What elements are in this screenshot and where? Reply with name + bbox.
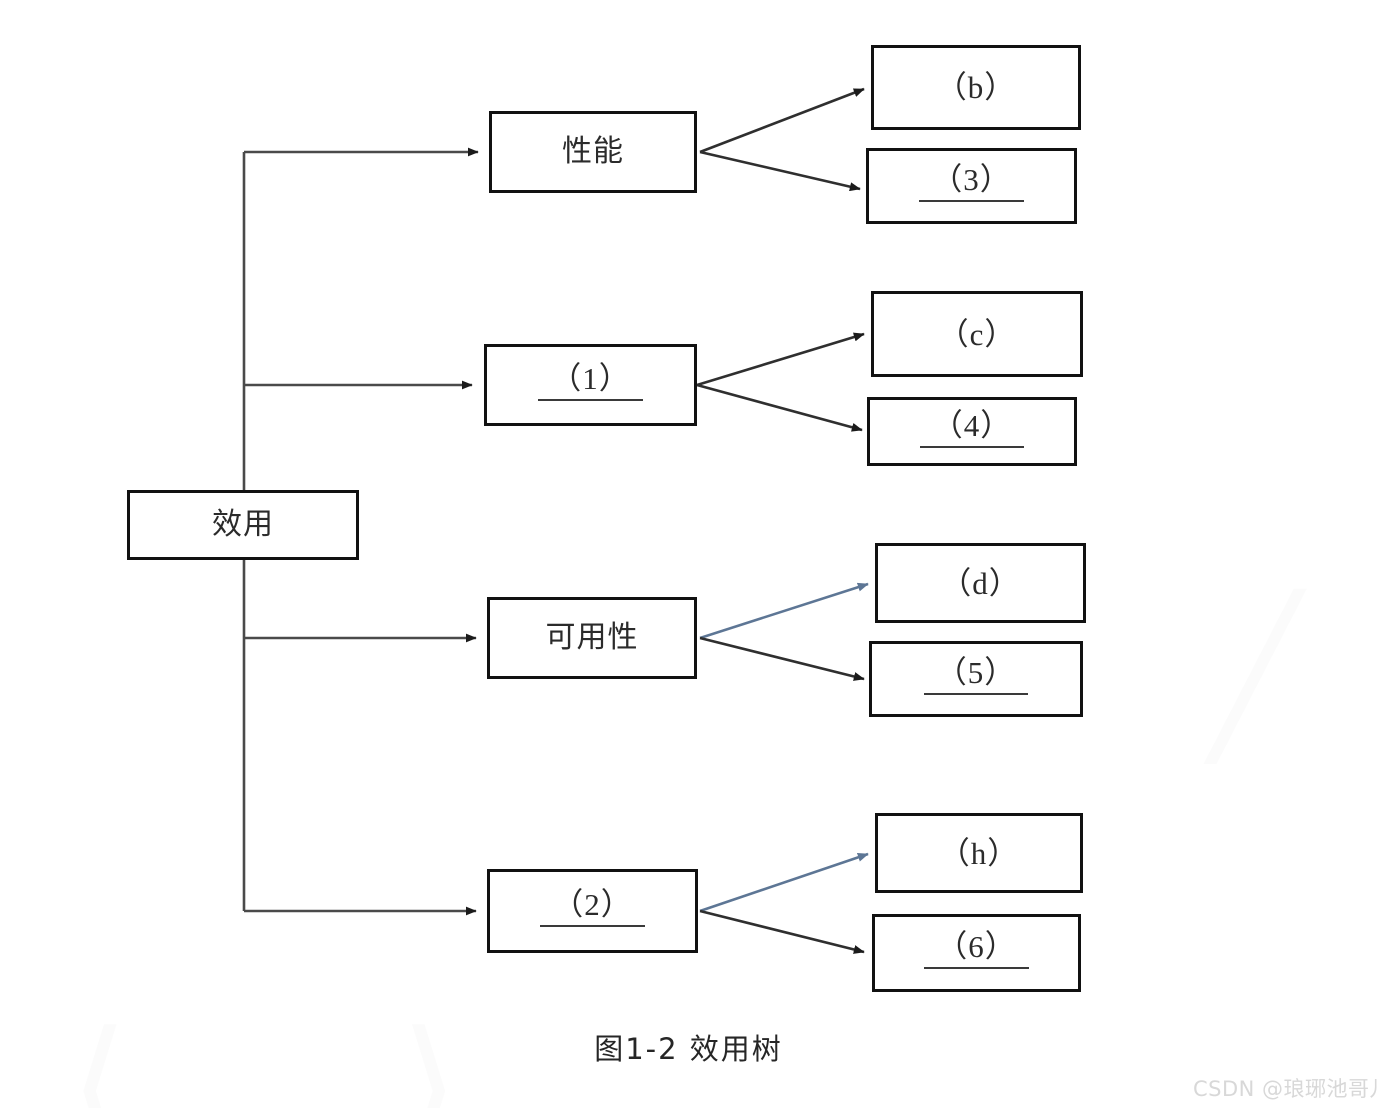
node-leaf-h[interactable]: （h）: [875, 813, 1083, 893]
node-leaf-c-label: （c）: [937, 316, 1017, 352]
background-watermark-mid: ⟩: [400, 1000, 459, 1108]
node-leaf-3-label: （3）: [919, 164, 1024, 202]
node-leaf-b-label: （b）: [935, 70, 1017, 105]
csdn-watermark: CSDN @琅琊池哥儿: [1193, 1077, 1377, 1101]
node-leaf-4[interactable]: （4）: [867, 397, 1077, 466]
node-branch-availability[interactable]: 可用性: [487, 597, 697, 679]
node-branch-performance[interactable]: 性能: [489, 111, 697, 193]
node-root[interactable]: 效用: [127, 490, 359, 560]
node-branch-availability-label: 可用性: [545, 620, 639, 655]
node-branch-blank-1-label: （1）: [538, 363, 643, 401]
node-leaf-6-label: （6）: [924, 931, 1029, 969]
node-leaf-6[interactable]: （6）: [872, 914, 1081, 992]
node-leaf-4-label: （4）: [919, 410, 1025, 448]
node-leaf-h-label: （h）: [938, 835, 1020, 871]
background-watermark-left: ⟨: [70, 1000, 129, 1108]
node-leaf-d[interactable]: （d）: [875, 543, 1086, 623]
node-leaf-5[interactable]: （5）: [869, 641, 1083, 717]
node-branch-blank-2-label: （2）: [540, 889, 645, 927]
node-leaf-3[interactable]: （3）: [866, 148, 1077, 224]
node-leaf-c[interactable]: （c）: [871, 291, 1083, 377]
node-branch-blank-1[interactable]: （1）: [484, 344, 697, 426]
background-watermark-right: ╱: [1210, 590, 1301, 764]
figure-caption: 图1-2 效用树: [594, 1032, 783, 1066]
node-leaf-b[interactable]: （b）: [871, 45, 1081, 130]
node-leaf-d-label: （d）: [940, 565, 1021, 601]
node-leaf-5-label: （5）: [923, 657, 1029, 695]
node-branch-blank-2[interactable]: （2）: [487, 869, 698, 953]
node-branch-performance-label: 性能: [562, 134, 624, 169]
node-root-label: 效用: [212, 507, 274, 542]
